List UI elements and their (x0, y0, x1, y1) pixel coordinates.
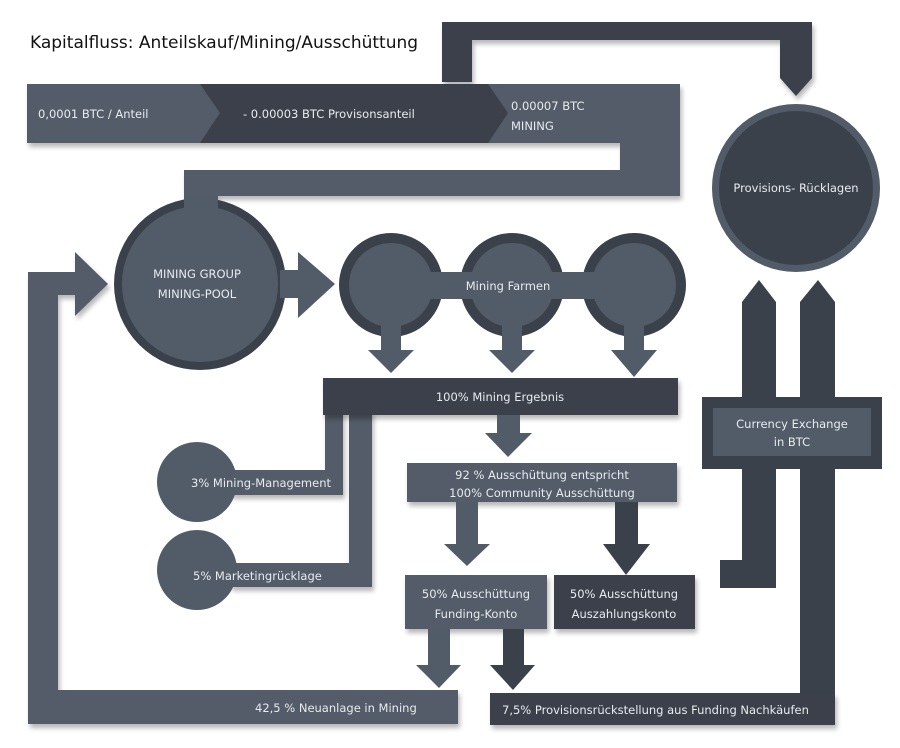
funding-label-line2: Funding-Konto (435, 607, 518, 621)
exchange-box (713, 408, 871, 456)
farm-arrow-1 (368, 325, 414, 373)
funding-to-commission-arrow (490, 629, 535, 690)
commission-label: - 0.00003 BTC Provisonsanteil (243, 107, 415, 121)
pool-inlet-pipe (184, 196, 218, 230)
diagram-title: Kapitalfluss: Anteilskauf/Mining/Ausschü… (30, 33, 418, 53)
mining-farms (339, 233, 686, 377)
payout-to-withdraw-arrow (603, 502, 650, 575)
mining-route-pipe (184, 84, 680, 225)
reinvest-label: 42,5 % Neuanlage in Mining (255, 701, 417, 715)
commission-reserve-arrow (800, 280, 835, 723)
provisions-label: Provisions- Rücklagen (733, 181, 858, 195)
top-band (27, 84, 680, 225)
marketing-pipe (230, 410, 372, 587)
commission-segment (200, 84, 508, 143)
mining-amount-label: 0.00007 BTC (511, 99, 584, 113)
marketing-circle (157, 530, 237, 610)
commission-route-pipe (442, 22, 812, 96)
funding-account-box (405, 575, 547, 629)
withdraw-account-box (554, 575, 695, 629)
result-to-payout-arrow (485, 415, 532, 457)
marketing-label: 5% Marketingrücklage (193, 569, 322, 583)
exchange-label-line1: Currency Exchange (736, 417, 848, 431)
pool-to-farms-arrow (280, 252, 335, 318)
exchange-label-line2: in BTC (774, 435, 810, 449)
funding-to-reinvest-arrow (416, 629, 461, 688)
farm-arrow-2 (489, 325, 535, 373)
payout-label-line2: 100% Community Ausschüttung (449, 486, 635, 500)
mining-result-bar (323, 378, 678, 415)
payout-to-funding-arrow (444, 502, 490, 566)
commission-reserve-bar (490, 693, 835, 725)
payout-box (407, 463, 677, 502)
funding-label-line1: 50% Ausschüttung (422, 587, 530, 601)
commission-reserve-label: 7,5% Provisionsrückstellung aus Funding … (502, 703, 809, 717)
withdraw-label-line1: 50% Ausschüttung (570, 587, 678, 601)
mining-pool-circle (122, 206, 278, 362)
management-pipe (230, 410, 343, 495)
farms-connector-band (391, 272, 634, 299)
mining-result-label: 100% Mining Ergebnis (436, 390, 564, 404)
payout-label-line1: 92 % Ausschüttung entspricht (455, 468, 629, 482)
management-label: 3% Mining-Management (191, 476, 331, 490)
provisions-circle (719, 111, 873, 265)
withdraw-label-line2: Auszahlungskonto (572, 607, 677, 621)
share-price-segment (27, 84, 220, 143)
farm-arrow-3 (611, 325, 657, 377)
mining-farms-label: Mining Farmen (466, 279, 551, 293)
share-price-label: 0,0001 BTC / Anteil (38, 107, 148, 121)
mining-pool-label-line2: MINING-POOL (158, 287, 237, 301)
mining-pool-label-line1: MINING GROUP (153, 267, 241, 281)
mining-label: MINING (511, 119, 554, 133)
management-circle (157, 442, 237, 522)
